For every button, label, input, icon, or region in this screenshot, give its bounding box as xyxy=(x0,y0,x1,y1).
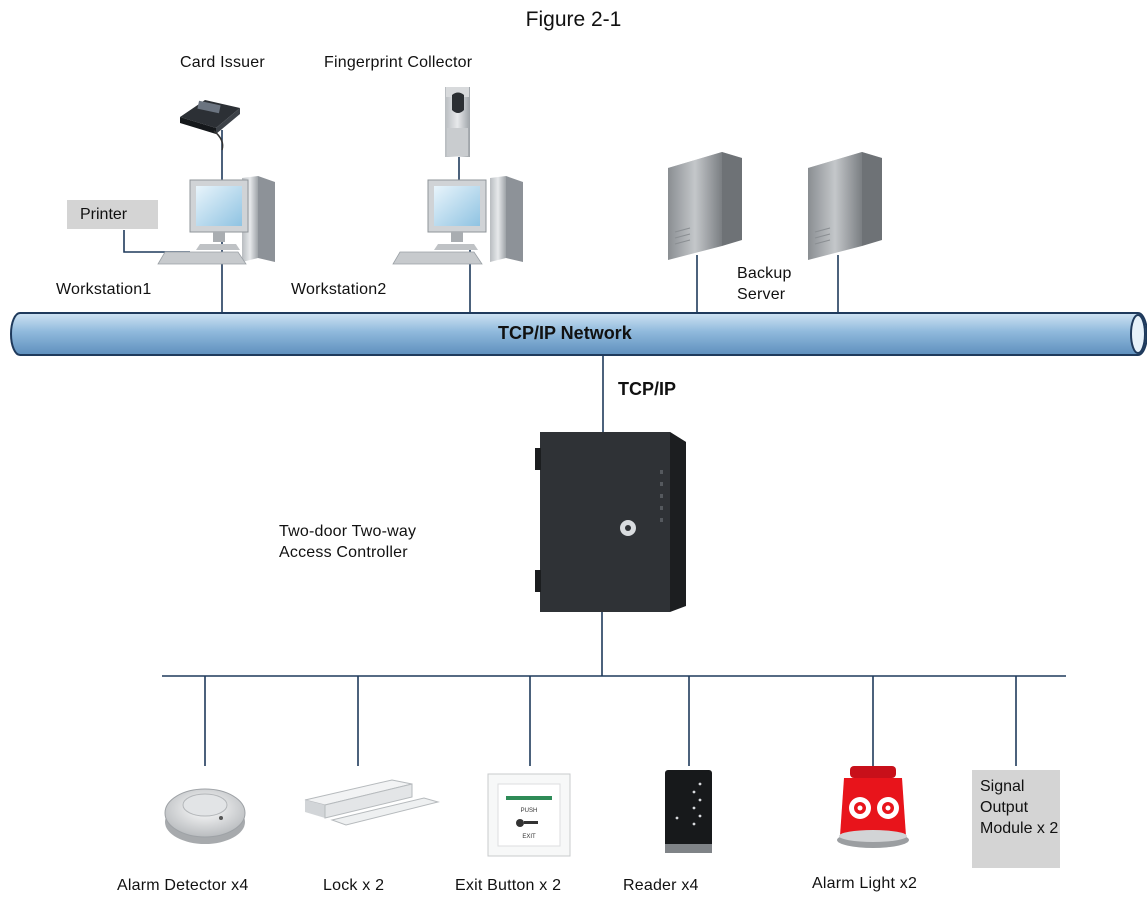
exit-button-label: Exit Button x 2 xyxy=(455,877,562,894)
network-label: TCP/IP Network xyxy=(498,323,632,343)
alarm-light-label: Alarm Light x2 xyxy=(812,875,918,892)
reader-icon xyxy=(665,770,712,853)
backup-server-label: Backup Server xyxy=(737,265,792,303)
controller-label: Two-door Two-way Access Controller xyxy=(279,523,417,561)
exit-button-face-top: PUSH xyxy=(521,808,538,814)
printer-label: Printer xyxy=(67,200,158,229)
fingerprint-collector-label: Fingerprint Collector xyxy=(324,54,473,71)
workstation2-label: Workstation2 xyxy=(291,281,387,298)
alarm-detector-label: Alarm Detector x4 xyxy=(117,877,249,894)
exit-button-icon: PUSH EXIT xyxy=(487,773,571,857)
tcpip-label: TCP/IP xyxy=(618,379,677,399)
lock-icon xyxy=(304,779,440,826)
workstation2-icon xyxy=(392,176,523,265)
network-pipe xyxy=(10,312,1147,356)
alarm-light-icon xyxy=(837,766,909,848)
exit-button-face-bottom: EXIT xyxy=(522,834,536,840)
server-icon xyxy=(668,152,742,260)
card-issuer-icon xyxy=(180,100,240,151)
fingerprint-collector-icon xyxy=(445,87,470,157)
signal-output-module-label: Signal Output Module x 2 xyxy=(972,770,1060,868)
reader-label: Reader x4 xyxy=(623,877,699,894)
alarm-detector-icon xyxy=(164,788,246,844)
figure-title: Figure 2-1 xyxy=(525,8,622,31)
backup-server-icon xyxy=(808,152,882,260)
device-bus xyxy=(162,612,1066,766)
access-controller-icon xyxy=(535,432,686,612)
workstation1-icon xyxy=(157,176,275,265)
card-issuer-label: Card Issuer xyxy=(180,54,265,71)
lock-label: Lock x 2 xyxy=(323,877,385,894)
workstation1-label: Workstation1 xyxy=(56,281,152,298)
